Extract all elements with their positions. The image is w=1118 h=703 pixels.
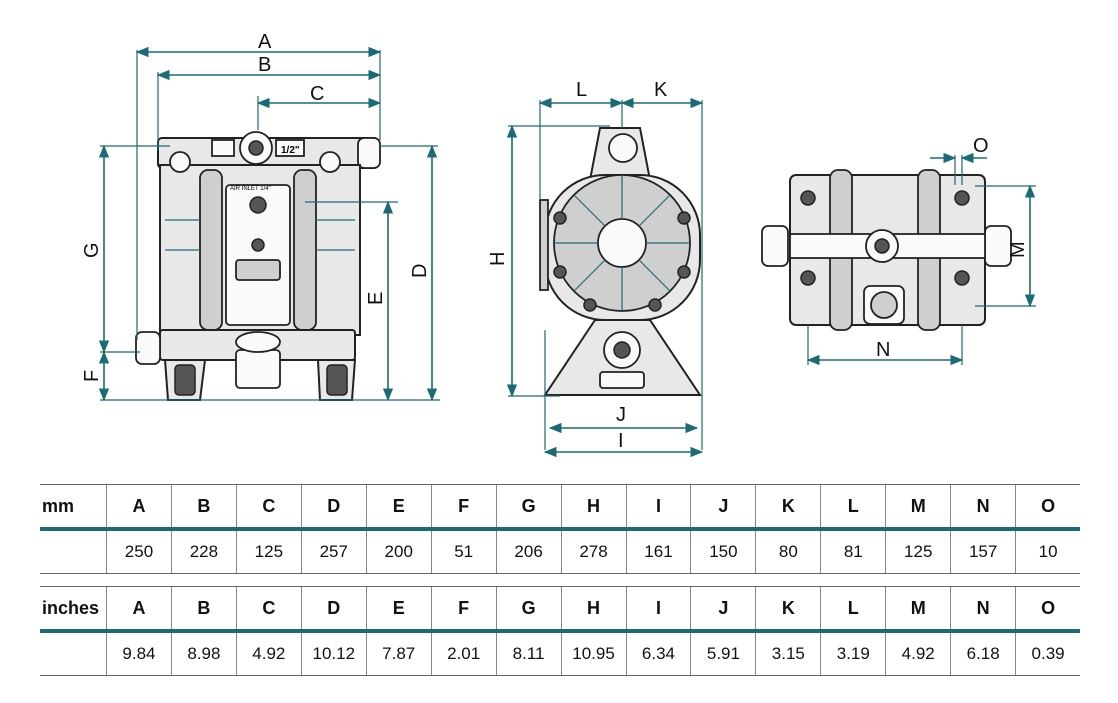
dim-label-k: K [654, 79, 668, 101]
header-cell: O [1015, 485, 1080, 527]
value-cell: 6.18 [950, 633, 1015, 675]
value-cell: 250 [106, 531, 171, 573]
dimensions-table-inches: inches A B C D E F G H I J K L M N O 9.8… [40, 586, 1080, 676]
header-cell: B [170, 587, 236, 629]
value-cell: 8.11 [495, 633, 561, 675]
dim-label-i: I [618, 430, 624, 452]
header-cell: F [430, 587, 496, 629]
table-values-row: 250 228 125 257 200 51 206 278 161 150 8… [40, 527, 1080, 574]
header-cell: G [495, 587, 561, 629]
value-cell: 10 [1015, 531, 1080, 573]
dim-label-j: J [616, 404, 626, 426]
header-cell: D [300, 485, 366, 527]
value-cell: 4.92 [885, 633, 950, 675]
value-cell: 3.19 [820, 633, 885, 675]
header-cell: A [106, 485, 171, 527]
header-cell: H [560, 587, 626, 629]
value-cell: 125 [885, 531, 950, 573]
header-cell: D [300, 587, 366, 629]
dim-label-e: E [365, 292, 387, 305]
plate-size-label: 1/2" [281, 145, 300, 156]
header-cell: N [950, 587, 1015, 629]
value-cell: 161 [625, 531, 691, 573]
table-values-row: 9.84 8.98 4.92 10.12 7.87 2.01 8.11 10.9… [40, 629, 1080, 676]
header-cell: E [365, 587, 431, 629]
pump-dimension-drawing: 1/2" AIR INLET 1/4" A B [81, 31, 1036, 458]
value-cell: 10.95 [560, 633, 626, 675]
header-cell: O [1015, 587, 1080, 629]
value-cell: 10.12 [300, 633, 366, 675]
front-view-dimensions: A B C D E G F [81, 31, 440, 402]
header-cell: C [235, 485, 301, 527]
value-cell: 3.15 [755, 633, 820, 675]
value-cell: 228 [170, 531, 236, 573]
table-header-row: inches A B C D E F G H I J K L M N O [40, 586, 1080, 629]
value-cell: 0.39 [1015, 633, 1080, 675]
header-cell: J [690, 587, 755, 629]
unit-label: mm [42, 495, 75, 516]
header-cell: H [560, 485, 626, 527]
header-cell: I [625, 587, 691, 629]
dim-label-g: G [81, 242, 103, 258]
dim-label-d: D [409, 264, 431, 278]
dim-label-o: O [973, 135, 989, 157]
side-view-dimensions: L K H J I [487, 79, 704, 458]
dim-label-c: C [310, 83, 324, 105]
dimensions-table-mm: mm A B C D E F G H I J K L M N O 250 228… [40, 484, 1080, 574]
value-cell: 278 [560, 531, 626, 573]
dim-label-f: F [81, 370, 103, 382]
header-cell: K [755, 587, 820, 629]
header-cell: A [106, 587, 171, 629]
dim-label-h: H [487, 252, 509, 266]
value-cell: 80 [755, 531, 820, 573]
dim-label-l: L [576, 79, 587, 101]
value-cell: 4.92 [235, 633, 301, 675]
value-cell: 150 [690, 531, 755, 573]
header-cell: C [235, 587, 301, 629]
value-cell: 157 [950, 531, 1015, 573]
value-cell: 125 [235, 531, 301, 573]
front-view: 1/2" AIR INLET 1/4" [135, 131, 381, 401]
table-header-row: mm A B C D E F G H I J K L M N O [40, 484, 1080, 527]
plate-air-label: AIR INLET 1/4" [230, 186, 271, 192]
header-cell: L [820, 587, 885, 629]
header-cell: M [885, 587, 950, 629]
side-view [539, 127, 702, 396]
header-cell: G [495, 485, 561, 527]
header-cell: E [365, 485, 431, 527]
dim-label-a: A [258, 31, 272, 53]
header-cell: M [885, 485, 950, 527]
value-cell: 5.91 [690, 633, 755, 675]
dim-label-n: N [876, 339, 890, 361]
value-cell: 81 [820, 531, 885, 573]
header-cell: N [950, 485, 1015, 527]
value-cell: 51 [430, 531, 496, 573]
value-cell: 200 [365, 531, 431, 573]
top-view-dimensions: O M N [806, 135, 1036, 366]
unit-label: inches [42, 597, 100, 618]
value-cell: 6.34 [625, 633, 691, 675]
header-cell: L [820, 485, 885, 527]
value-cell: 7.87 [365, 633, 431, 675]
header-cell: F [430, 485, 496, 527]
dim-label-m: M [1007, 241, 1029, 258]
value-cell: 257 [300, 531, 366, 573]
value-cell: 2.01 [430, 633, 496, 675]
header-cell: B [170, 485, 236, 527]
top-view [761, 169, 1012, 331]
header-cell: K [755, 485, 820, 527]
value-cell: 8.98 [170, 633, 236, 675]
value-cell: 9.84 [106, 633, 171, 675]
value-cell: 206 [495, 531, 561, 573]
header-cell: J [690, 485, 755, 527]
header-cell: I [625, 485, 691, 527]
dim-label-b: B [258, 54, 271, 76]
